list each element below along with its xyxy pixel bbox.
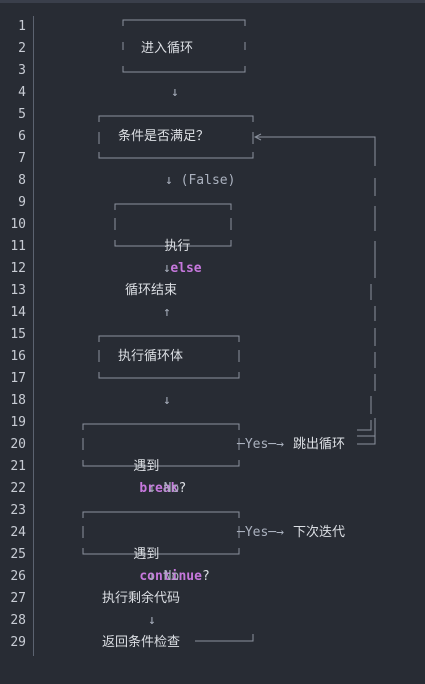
continue-check: 遇到 continue? [102,522,209,584]
else-block: 执行 else [133,214,201,276]
yes-arrow: ─Yes─→ [237,437,284,452]
arrow-down-icon: ↓ [163,261,171,276]
line-number: 2 [18,41,26,56]
line-number: 21 [10,459,26,474]
line-number: 16 [10,349,26,364]
question-mark: ? [178,481,187,496]
line-number: 13 [10,283,26,298]
line-number: 18 [10,393,26,408]
return-check-label: 返回条件检查 [102,635,181,650]
jump-out-label: 跳出循环 [293,437,346,452]
flowchart-connectors [82,19,376,642]
gutter-divider [33,16,34,656]
line-number: 11 [10,239,26,254]
arrow-down-icon: ↓ [171,85,179,100]
no-branch-label: ↓ No [148,569,180,584]
arrow-down-icon: ↓ [148,613,156,628]
condition-label: 条件是否满足？ [118,129,210,144]
line-number: 4 [18,85,26,100]
line-number: 23 [10,503,26,518]
line-number: 14 [10,305,26,320]
exec-label: 执行 [164,239,191,254]
enter-loop-label: 进入循环 [141,41,194,56]
next-iteration-label: 下次迭代 [293,525,346,540]
line-number: 24 [10,525,26,540]
line-number: 29 [10,635,26,650]
arrow-up-icon: ↑ [163,305,171,320]
break-keyword: break [139,481,179,496]
false-branch-label: ↓ (False) [165,173,236,188]
exec-rest-label: 执行剩余代码 [102,591,181,606]
line-number: 12 [10,261,26,276]
line-number: 8 [18,173,26,188]
question-mark: ? [201,569,210,584]
meet-label: 遇到 [133,459,160,474]
line-number: 28 [10,613,26,628]
line-number: 22 [10,481,26,496]
yes-arrow: ─Yes─→ [237,525,284,540]
loop-end-label: 循环结束 [125,283,178,298]
line-number: 3 [18,63,26,78]
line-number: 17 [10,371,26,386]
code-area[interactable]: 进入循环 ↓ 条件是否满足？ ↓ (False) 执行 else ↓ 循环结束 … [45,16,415,656]
arrow-down-icon: ↓ [163,393,171,408]
line-number: 19 [10,415,26,430]
line-number: 15 [10,327,26,342]
line-number: 7 [18,151,26,166]
line-number: 26 [10,569,26,584]
continue-keyword: continue [139,569,202,584]
loop-body-label: 执行循环体 [118,349,184,364]
line-number: 10 [10,217,26,232]
line-number: 6 [18,129,26,144]
line-number: 25 [10,547,26,562]
line-number-gutter: 1 2 3 4 5 6 7 8 9 10 11 12 13 14 15 16 1… [0,16,33,656]
break-check: 遇到 break? [102,434,186,496]
no-branch-label: ↓ No [148,481,180,496]
meet-label: 遇到 [133,547,160,562]
line-number: 20 [10,437,26,452]
line-number: 5 [18,107,26,122]
line-number: 1 [18,19,26,34]
line-number: 9 [18,195,26,210]
else-keyword: else [170,261,202,276]
window-top-border [0,0,425,3]
line-number: 27 [10,591,26,606]
